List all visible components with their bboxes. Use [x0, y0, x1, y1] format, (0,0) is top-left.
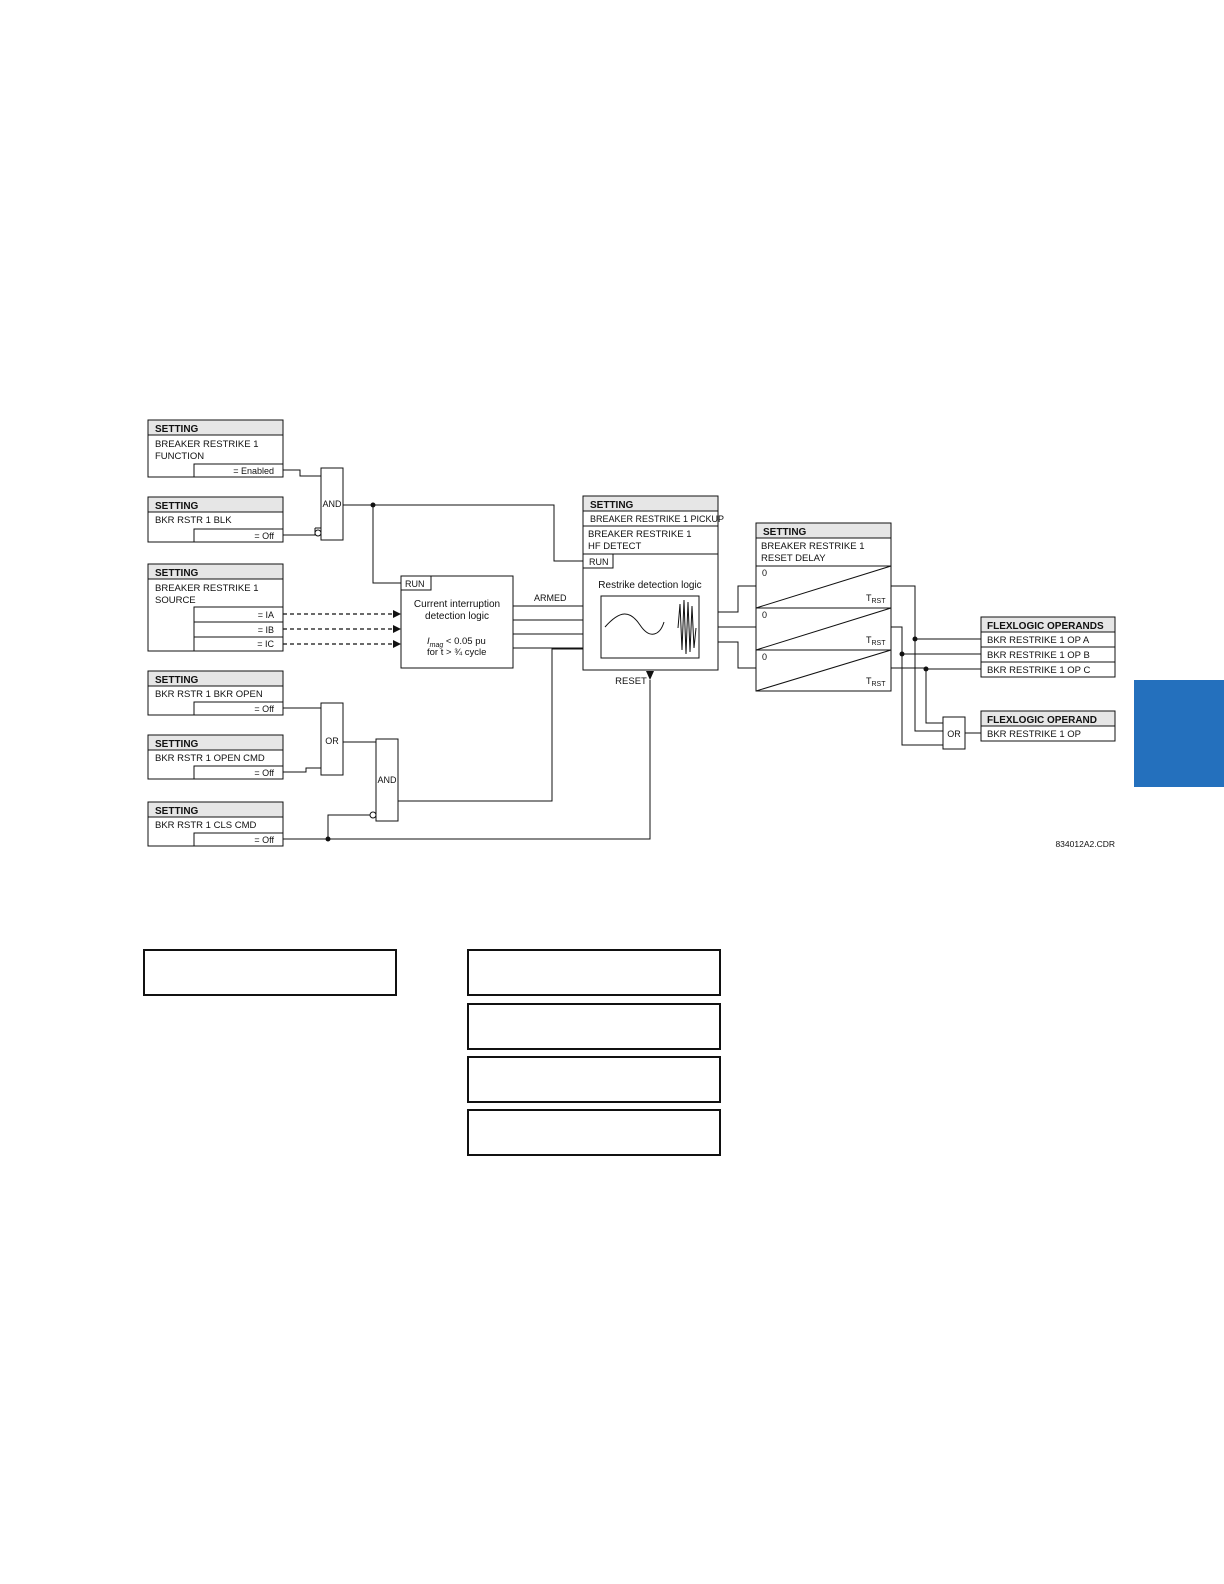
run-label: RUN — [589, 557, 609, 567]
setting-label: SOURCE — [155, 595, 196, 606]
operand-op-c: BKR RESTRIKE 1 OP C — [987, 665, 1090, 676]
flexlogic-operand: FLEXLOGIC OPERAND BKR RESTRIKE 1 OP — [980, 710, 1116, 742]
setting-value: = Off — [254, 704, 274, 714]
setting-function: SETTING BREAKER RESTRIKE 1 FUNCTION = En… — [147, 419, 284, 478]
setting-header: SETTING — [155, 675, 199, 686]
figure-id: 834012A2.CDR — [1055, 839, 1115, 849]
setting-label: BREAKER RESTRIKE 1 — [155, 583, 258, 594]
setting-header: SETTING — [155, 568, 199, 579]
chapter-side-tab — [1134, 680, 1224, 787]
flexlogic-operands: FLEXLOGIC OPERANDS BKR RESTRIKE 1 OP A B… — [980, 616, 1116, 678]
empty-table-box — [467, 1056, 721, 1103]
and-gate-2: AND — [375, 738, 399, 822]
setting-cls-cmd: SETTING BKR RSTR 1 CLS CMD = Off — [147, 801, 284, 847]
setting-label: FUNCTION — [155, 451, 204, 462]
block-title: Current interruption — [414, 599, 500, 610]
gate-label: OR — [325, 736, 339, 746]
source-ic: = IC — [257, 639, 274, 649]
sine-wave — [604, 613, 665, 635]
empty-table-box — [467, 1109, 721, 1156]
reset-delay-block: SETTING BREAKER RESTRIKE 1 RESET DELAY 0… — [755, 522, 892, 692]
or-gate-2: OR — [942, 716, 966, 750]
operand-op: BKR RESTRIKE 1 OP — [987, 729, 1081, 740]
hf-burst — [677, 599, 697, 655]
and-gate-1: AND — [320, 467, 344, 541]
setting-blk: SETTING BKR RSTR 1 BLK = Off — [147, 496, 284, 543]
source-ia: = IA — [258, 610, 274, 620]
setting-label: BREAKER RESTRIKE 1 — [155, 439, 258, 450]
setting-header: SETTING — [155, 501, 199, 512]
setting-header: SETTING — [763, 527, 807, 538]
setting-label: BKR RSTR 1 OPEN CMD — [155, 753, 265, 764]
wires — [283, 469, 981, 842]
current-interruption-block: RUN Current interruption detection logic… — [400, 575, 514, 669]
setting-value: = Off — [254, 835, 274, 845]
timer-zero: 0 — [762, 568, 767, 578]
setting-source: SETTING BREAKER RESTRIKE 1 SOURCE = IA =… — [147, 563, 284, 652]
setting-value: = Off — [254, 531, 274, 541]
reset-label: RESET — [615, 676, 647, 687]
setting-value: = Off — [254, 768, 274, 778]
condition-text: for t > ¾ cycle — [427, 647, 486, 658]
timer-trst: TRST — [866, 635, 886, 647]
gate-label: AND — [377, 775, 397, 785]
setting-header: SETTING — [155, 424, 199, 435]
operands-header: FLEXLOGIC OPERANDS — [987, 621, 1104, 632]
setting-label: BKR RSTR 1 BKR OPEN — [155, 689, 263, 700]
source-ib: = IB — [258, 625, 274, 635]
operand-op-a: BKR RESTRIKE 1 OP A — [987, 635, 1090, 646]
timer-trst: TRST — [866, 593, 886, 605]
setting-open-cmd: SETTING BKR RSTR 1 OPEN CMD = Off — [147, 734, 284, 780]
setting-label: BREAKER RESTRIKE 1 — [761, 541, 864, 552]
setting-label: BKR RSTR 1 CLS CMD — [155, 820, 256, 831]
reset-arrow — [646, 671, 654, 680]
operand-op-b: BKR RESTRIKE 1 OP B — [987, 650, 1090, 661]
setting-label: BREAKER RESTRIKE 1 PICKUP — [590, 514, 724, 524]
empty-table-box — [143, 949, 397, 996]
timer-zero: 0 — [762, 610, 767, 620]
setting-label: RESET DELAY — [761, 553, 826, 564]
or-gate-1: OR — [320, 702, 344, 776]
setting-header: SETTING — [155, 739, 199, 750]
empty-table-box — [467, 1003, 721, 1050]
run-label: RUN — [405, 579, 425, 589]
setting-value: = Enabled — [233, 466, 274, 476]
setting-header: SETTING — [590, 500, 634, 511]
timer-zero: 0 — [762, 652, 767, 662]
block-title: detection logic — [425, 611, 489, 622]
setting-label: BREAKER RESTRIKE 1 — [588, 529, 691, 540]
gate-label: AND — [322, 499, 342, 509]
setting-header: SETTING — [155, 806, 199, 817]
setting-bkr-open: SETTING BKR RSTR 1 BKR OPEN = Off — [147, 670, 284, 716]
armed-label: ARMED — [534, 593, 567, 603]
setting-label: BKR RSTR 1 BLK — [155, 515, 232, 526]
setting-label: HF DETECT — [588, 541, 642, 552]
timer-trst: TRST — [866, 676, 886, 688]
restrike-detection-block: SETTING BREAKER RESTRIKE 1 PICKUP BREAKE… — [582, 495, 724, 687]
condition-text: Imag < 0.05 pu — [427, 636, 486, 649]
block-title: Restrike detection logic — [598, 580, 701, 591]
gate-label: OR — [947, 729, 961, 739]
empty-table-box — [467, 949, 721, 996]
operand-header: FLEXLOGIC OPERAND — [987, 715, 1097, 726]
